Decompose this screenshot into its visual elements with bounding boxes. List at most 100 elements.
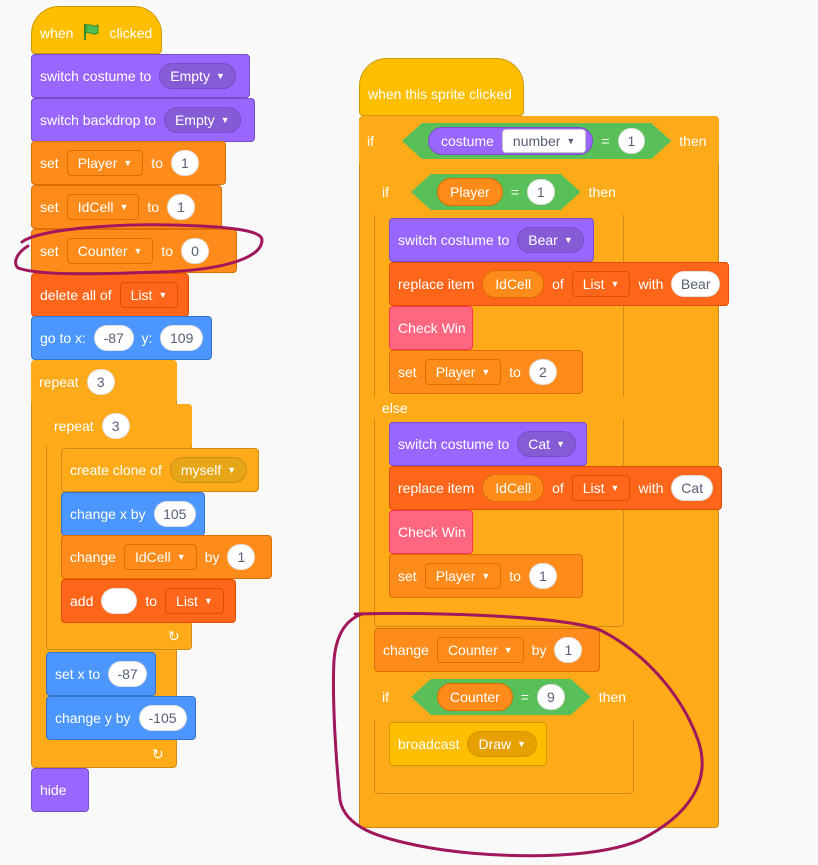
set-player-block[interactable]: set Player▼ to 1	[31, 141, 226, 185]
add-to-list-block[interactable]: add to List▼	[61, 579, 236, 623]
replace-item-bear-block[interactable]: replace item IdCell of List▼ with Bear	[389, 262, 729, 306]
set-x-label: set x to	[55, 666, 101, 682]
switch-costume-block[interactable]: switch costume to Empty▼	[31, 54, 250, 98]
counter-compare-input[interactable]: 9	[537, 684, 565, 710]
then-label: then	[679, 133, 707, 149]
set-label: set	[40, 199, 59, 215]
player-value-input[interactable]: 1	[170, 150, 199, 176]
set-counter-block[interactable]: set Counter▼ to 0	[31, 229, 237, 273]
costume-equals-condition[interactable]: costume number▼ = 1	[402, 123, 671, 159]
idcell-variable-dropdown[interactable]: IdCell▼	[66, 194, 140, 220]
idcell-reporter[interactable]: IdCell	[482, 474, 545, 502]
repeat-outer-header[interactable]: repeat 3	[31, 360, 177, 404]
change-y-block[interactable]: change y by -105	[46, 696, 196, 740]
costume-property-dropdown[interactable]: number▼	[502, 129, 586, 153]
chevron-down-icon: ▼	[566, 136, 576, 146]
set-x-input[interactable]: -87	[108, 661, 147, 687]
add-label: add	[70, 593, 94, 609]
when-sprite-clicked-block[interactable]: when this sprite clicked	[359, 58, 524, 116]
idcell-variable-dropdown[interactable]: IdCell▼	[123, 544, 197, 570]
player-equals-condition[interactable]: Player = 1	[411, 174, 581, 210]
set-label: set	[40, 155, 59, 171]
when-flag-clicked-block[interactable]: when clicked	[31, 6, 162, 54]
costume-dropdown[interactable]: Cat▼	[517, 431, 576, 457]
change-idcell-block[interactable]: change IdCell▼ by 1	[61, 535, 272, 579]
broadcast-block[interactable]: broadcast Draw▼	[389, 722, 547, 766]
change-idcell-input[interactable]: 1	[227, 544, 256, 570]
change-y-input[interactable]: -105	[138, 705, 187, 731]
check-win-block[interactable]: Check Win	[389, 306, 473, 350]
backdrop-dropdown[interactable]: Empty▼	[163, 107, 241, 133]
costume-compare-input[interactable]: 1	[618, 128, 646, 154]
check-win-label: Check Win	[398, 320, 466, 336]
player-reporter[interactable]: Player	[437, 178, 503, 206]
list-dropdown[interactable]: List▼	[119, 282, 179, 308]
if-costume-header[interactable]: if costume number▼ = 1 then	[359, 116, 719, 166]
go-to-y-input[interactable]: 109	[160, 325, 203, 351]
change-x-block[interactable]: change x by 105	[61, 492, 205, 536]
set-label: set	[398, 364, 417, 380]
player-value-input[interactable]: 2	[528, 359, 557, 385]
chevron-down-icon: ▼	[215, 71, 225, 81]
if-counter-header[interactable]: if Counter = 9 then	[374, 672, 634, 722]
player-value-input[interactable]: 1	[528, 563, 557, 589]
go-to-x-input[interactable]: -87	[93, 325, 134, 351]
create-clone-block[interactable]: create clone of myself▼	[61, 448, 259, 492]
if-player-header[interactable]: if Player = 1 then	[374, 167, 624, 217]
repeat-label: repeat	[39, 374, 79, 390]
counter-variable-dropdown[interactable]: Counter▼	[436, 637, 524, 663]
else-label-row: else	[374, 395, 624, 421]
repeat-inner-count-input[interactable]: 3	[101, 413, 130, 439]
chevron-down-icon: ▼	[227, 465, 237, 475]
counter-variable-dropdown[interactable]: Counter▼	[66, 238, 154, 264]
hat-label: when this sprite clicked	[368, 86, 512, 102]
replace-item-label: replace item	[398, 480, 475, 496]
delete-all-of-list-block[interactable]: delete all of List▼	[31, 273, 189, 317]
switch-costume-bear-block[interactable]: switch costume to Bear▼	[389, 218, 594, 262]
add-value-input[interactable]	[101, 588, 138, 614]
hide-block[interactable]: hide	[31, 768, 89, 812]
player-variable-dropdown[interactable]: Player▼	[66, 150, 144, 176]
chevron-down-icon: ▼	[503, 645, 513, 655]
costume-dropdown[interactable]: Empty▼	[159, 63, 236, 89]
list-dropdown[interactable]: List▼	[571, 271, 631, 297]
repeat-outer-count-input[interactable]: 3	[86, 369, 115, 395]
replace-item-cat-block[interactable]: replace item IdCell of List▼ with Cat	[389, 466, 722, 510]
set-player-2-block[interactable]: set Player▼ to 2	[389, 350, 583, 394]
chevron-down-icon: ▼	[481, 367, 491, 377]
change-counter-block[interactable]: change Counter▼ by 1	[374, 628, 600, 672]
then-label: then	[598, 689, 627, 705]
equals-label: =	[601, 133, 610, 149]
idcell-reporter[interactable]: IdCell	[482, 270, 545, 298]
to-label: to	[147, 199, 160, 215]
list-dropdown[interactable]: List▼	[165, 588, 224, 614]
player-compare-input[interactable]: 1	[527, 179, 555, 205]
switch-costume-cat-block[interactable]: switch costume to Cat▼	[389, 422, 587, 466]
costume-reporter[interactable]: costume number▼	[428, 127, 593, 155]
switch-costume-label: switch costume to	[398, 436, 510, 452]
replace-value-input[interactable]: Bear	[671, 271, 720, 297]
repeat-inner-header[interactable]: repeat 3	[46, 404, 192, 448]
counter-equals-condition[interactable]: Counter = 9	[411, 679, 591, 715]
set-idcell-block[interactable]: set IdCell▼ to 1	[31, 185, 222, 229]
set-x-block[interactable]: set x to -87	[46, 652, 156, 696]
when-label: when	[40, 25, 74, 41]
switch-backdrop-block[interactable]: switch backdrop to Empty▼	[31, 98, 255, 142]
counter-reporter[interactable]: Counter	[437, 683, 513, 711]
replace-value-input[interactable]: Cat	[671, 475, 713, 501]
list-dropdown[interactable]: List▼	[571, 475, 631, 501]
player-variable-dropdown[interactable]: Player▼	[424, 359, 502, 385]
change-x-input[interactable]: 105	[153, 501, 196, 527]
then-label: then	[588, 184, 616, 200]
player-variable-dropdown[interactable]: Player▼	[424, 563, 502, 589]
counter-by-input[interactable]: 1	[554, 637, 583, 663]
costume-dropdown[interactable]: Bear▼	[517, 227, 584, 253]
set-player-1-block[interactable]: set Player▼ to 1	[389, 554, 583, 598]
counter-value-input[interactable]: 0	[181, 238, 209, 264]
clone-target-dropdown[interactable]: myself▼	[169, 457, 248, 483]
broadcast-message-dropdown[interactable]: Draw▼	[467, 731, 538, 757]
go-to-x-label: go to x:	[40, 330, 86, 346]
go-to-xy-block[interactable]: go to x: -87 y: 109	[31, 316, 212, 360]
idcell-value-input[interactable]: 1	[167, 194, 195, 220]
check-win-block[interactable]: Check Win	[389, 510, 473, 554]
